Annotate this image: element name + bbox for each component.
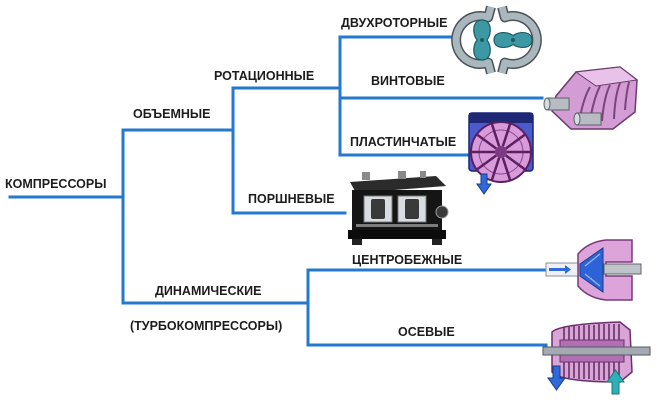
valve-knob-3 — [420, 171, 426, 178]
piston-compressor-icon — [348, 171, 449, 245]
inlet-arrow-icon — [549, 265, 571, 274]
centrifugal-compressor-icon — [545, 239, 642, 301]
vanes — [471, 123, 531, 181]
dynamic-label: ДИНАМИЧЕСКИЕ — [155, 284, 261, 298]
piston-label: ПОРШНЕВЫЕ — [248, 192, 335, 206]
upper-blade-rows — [563, 324, 620, 340]
screw-compressor-icon — [543, 66, 639, 130]
cylinder-right — [405, 199, 419, 219]
housing-right — [498, 6, 541, 74]
centrifugal-shaft — [603, 263, 642, 275]
left-rotor-hub — [480, 38, 484, 42]
connector-lines — [8, 35, 548, 347]
axial-label: ОСЕВЫЕ — [398, 325, 455, 339]
axial-compressor-icon — [542, 321, 651, 395]
impeller-blades — [584, 253, 601, 287]
left-shaft-end — [543, 97, 551, 111]
valve-knob-2 — [398, 171, 406, 179]
piston-base — [348, 230, 446, 239]
twin-rotor-compressor-icon — [451, 5, 542, 75]
valve-knob-1 — [362, 172, 370, 180]
vane-housing-top — [469, 113, 533, 123]
cylinder-left — [371, 199, 385, 219]
root-label: КОМПРЕССОРЫ — [5, 177, 106, 191]
down-arrow-icon — [547, 365, 566, 391]
dynamic-sublabel: (ТУРБОКОМПРЕССОРЫ) — [130, 319, 282, 333]
vane-compressor-icon — [468, 112, 534, 195]
twin-rotor-label: ДВУХРОТОРНЫЕ — [341, 16, 447, 30]
foot-left — [352, 239, 362, 245]
drive-gear — [435, 205, 449, 219]
right-rotor-hub — [511, 38, 515, 42]
centrifugal-label: ЦЕНТРОБЕЖНЫЕ — [352, 253, 462, 267]
outlet-arrow-icon — [476, 173, 492, 195]
up-arrow-icon — [606, 369, 625, 395]
lower-shaft — [576, 112, 602, 126]
axial-shaft — [542, 346, 651, 356]
rotary-label: РОТАЦИОННЫЕ — [214, 69, 314, 83]
housing-left — [452, 6, 495, 74]
lower-blade-rows — [563, 362, 620, 380]
piston-top-frame — [350, 176, 446, 193]
foot-right — [432, 239, 442, 245]
chrome-bar — [356, 224, 438, 227]
screw-threads — [579, 81, 630, 122]
screw-label: ВИНТОВЫЕ — [371, 74, 445, 88]
lower-shaft-end — [573, 112, 581, 126]
node-labels: КОМПРЕССОРЫ ОБЪЕМНЫЕ РОТАЦИОННЫЕ ДВУХРОТ… — [5, 16, 462, 339]
vane-label: ПЛАСТИНЧАТЫЕ — [350, 135, 456, 149]
screw-casing-top — [574, 66, 639, 87]
vane-hub — [495, 146, 507, 158]
impeller — [579, 247, 604, 293]
volumetric-label: ОБЪЕМНЫЕ — [133, 107, 210, 121]
